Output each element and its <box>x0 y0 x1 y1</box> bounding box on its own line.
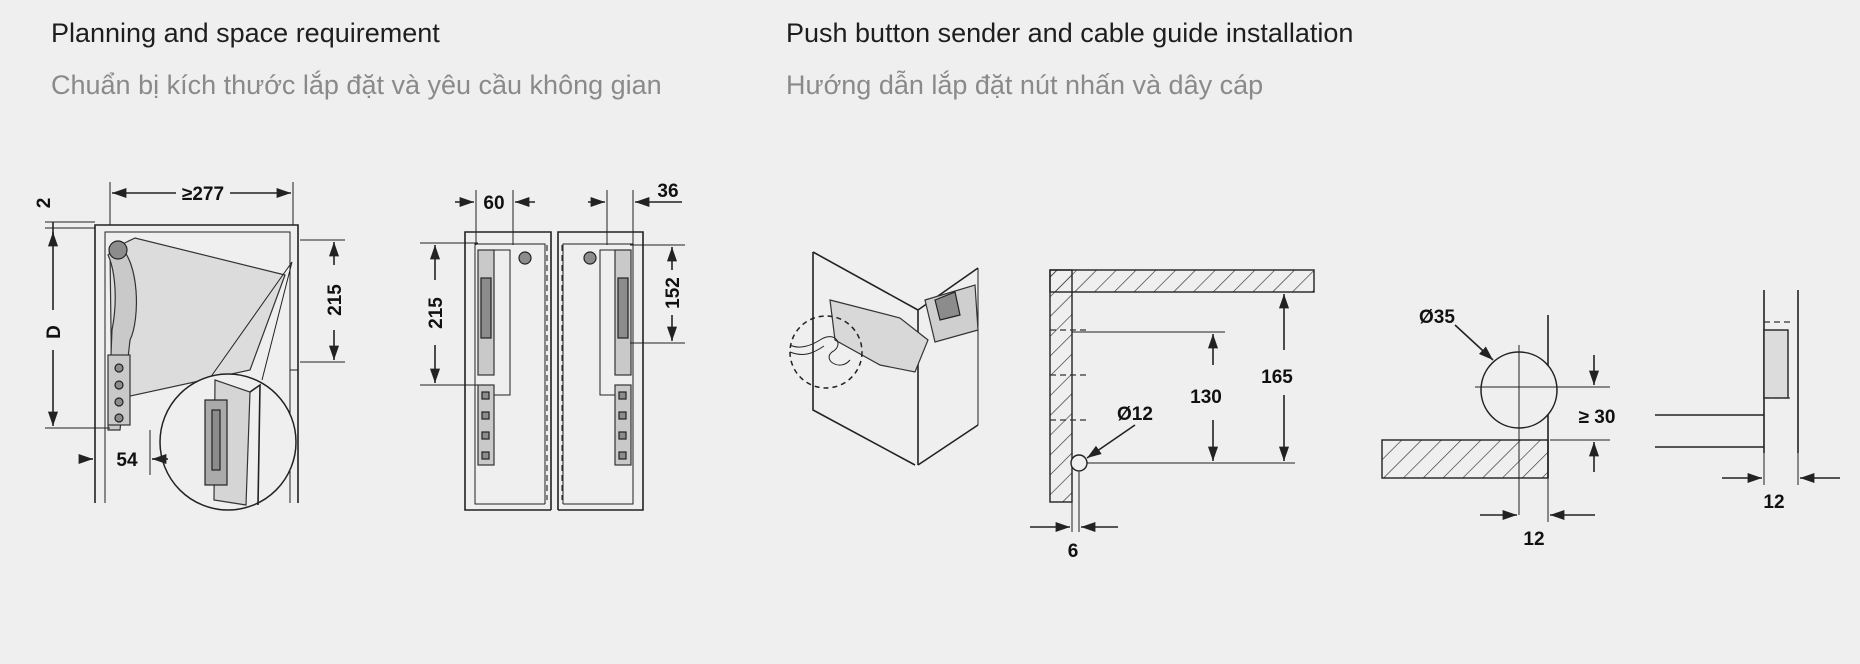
dim-front-right-height: 152 <box>663 277 684 309</box>
hole-position-view: 130 165 Ø12 6 <box>1030 269 1315 562</box>
dim-side-offset: 54 <box>116 450 138 471</box>
top-panel-hatch <box>1049 269 1315 293</box>
lift-housing <box>829 299 929 373</box>
dim-front-right-gap: 36 <box>657 181 678 202</box>
dim-top-gap: 2 <box>34 198 55 209</box>
dim-hole-diameter: Ø12 <box>1117 404 1153 425</box>
cabinet-side-view: 2 ≥277 D 215 54 <box>34 182 346 511</box>
cable-perspective-view <box>789 251 979 466</box>
dim-lift-height: 215 <box>325 284 346 316</box>
dim-button-offset: 12 <box>1523 529 1544 550</box>
dim-front-left-height: 215 <box>426 297 447 329</box>
planning-subtitle: Chuẩn bị kích thước lắp đặt và yêu cầu k… <box>51 70 662 100</box>
dim-cabinet-depth: D <box>44 325 65 339</box>
side-panel-hatch <box>1049 269 1073 503</box>
cabinet-front-view: 60 36 215 152 <box>420 181 685 511</box>
push-button-view: Ø35 ≥ 30 12 <box>1381 307 1616 550</box>
planning-title: Planning and space requirement <box>51 18 440 48</box>
push-button-subtitle: Hướng dẫn lắp đặt nút nhấn và dây cáp <box>786 70 1264 100</box>
front-right-panel <box>557 231 644 511</box>
button-body <box>1763 329 1789 399</box>
cabinet-outline <box>94 224 299 503</box>
dim-button-side-offset: 12 <box>1763 492 1784 513</box>
pivot-top <box>108 240 128 260</box>
dim-button-clearance: ≥ 30 <box>1579 407 1616 428</box>
dim-hole-height-b: 165 <box>1261 367 1293 388</box>
push-button-title: Push button sender and cable guide insta… <box>786 18 1354 48</box>
dim-cabinet-width: ≥277 <box>182 184 224 205</box>
lift-mechanism <box>107 354 131 426</box>
bottom-panel-hatch <box>1381 439 1549 479</box>
dim-hole-edge: 6 <box>1068 541 1079 562</box>
dim-button-diameter: Ø35 <box>1419 307 1455 328</box>
mounting-hole <box>1070 454 1088 472</box>
dim-hole-height-a: 130 <box>1190 387 1222 408</box>
button-side-section: 12 <box>1655 290 1840 513</box>
dim-front-left-gap: 60 <box>483 193 504 214</box>
front-left-panel <box>464 231 552 511</box>
